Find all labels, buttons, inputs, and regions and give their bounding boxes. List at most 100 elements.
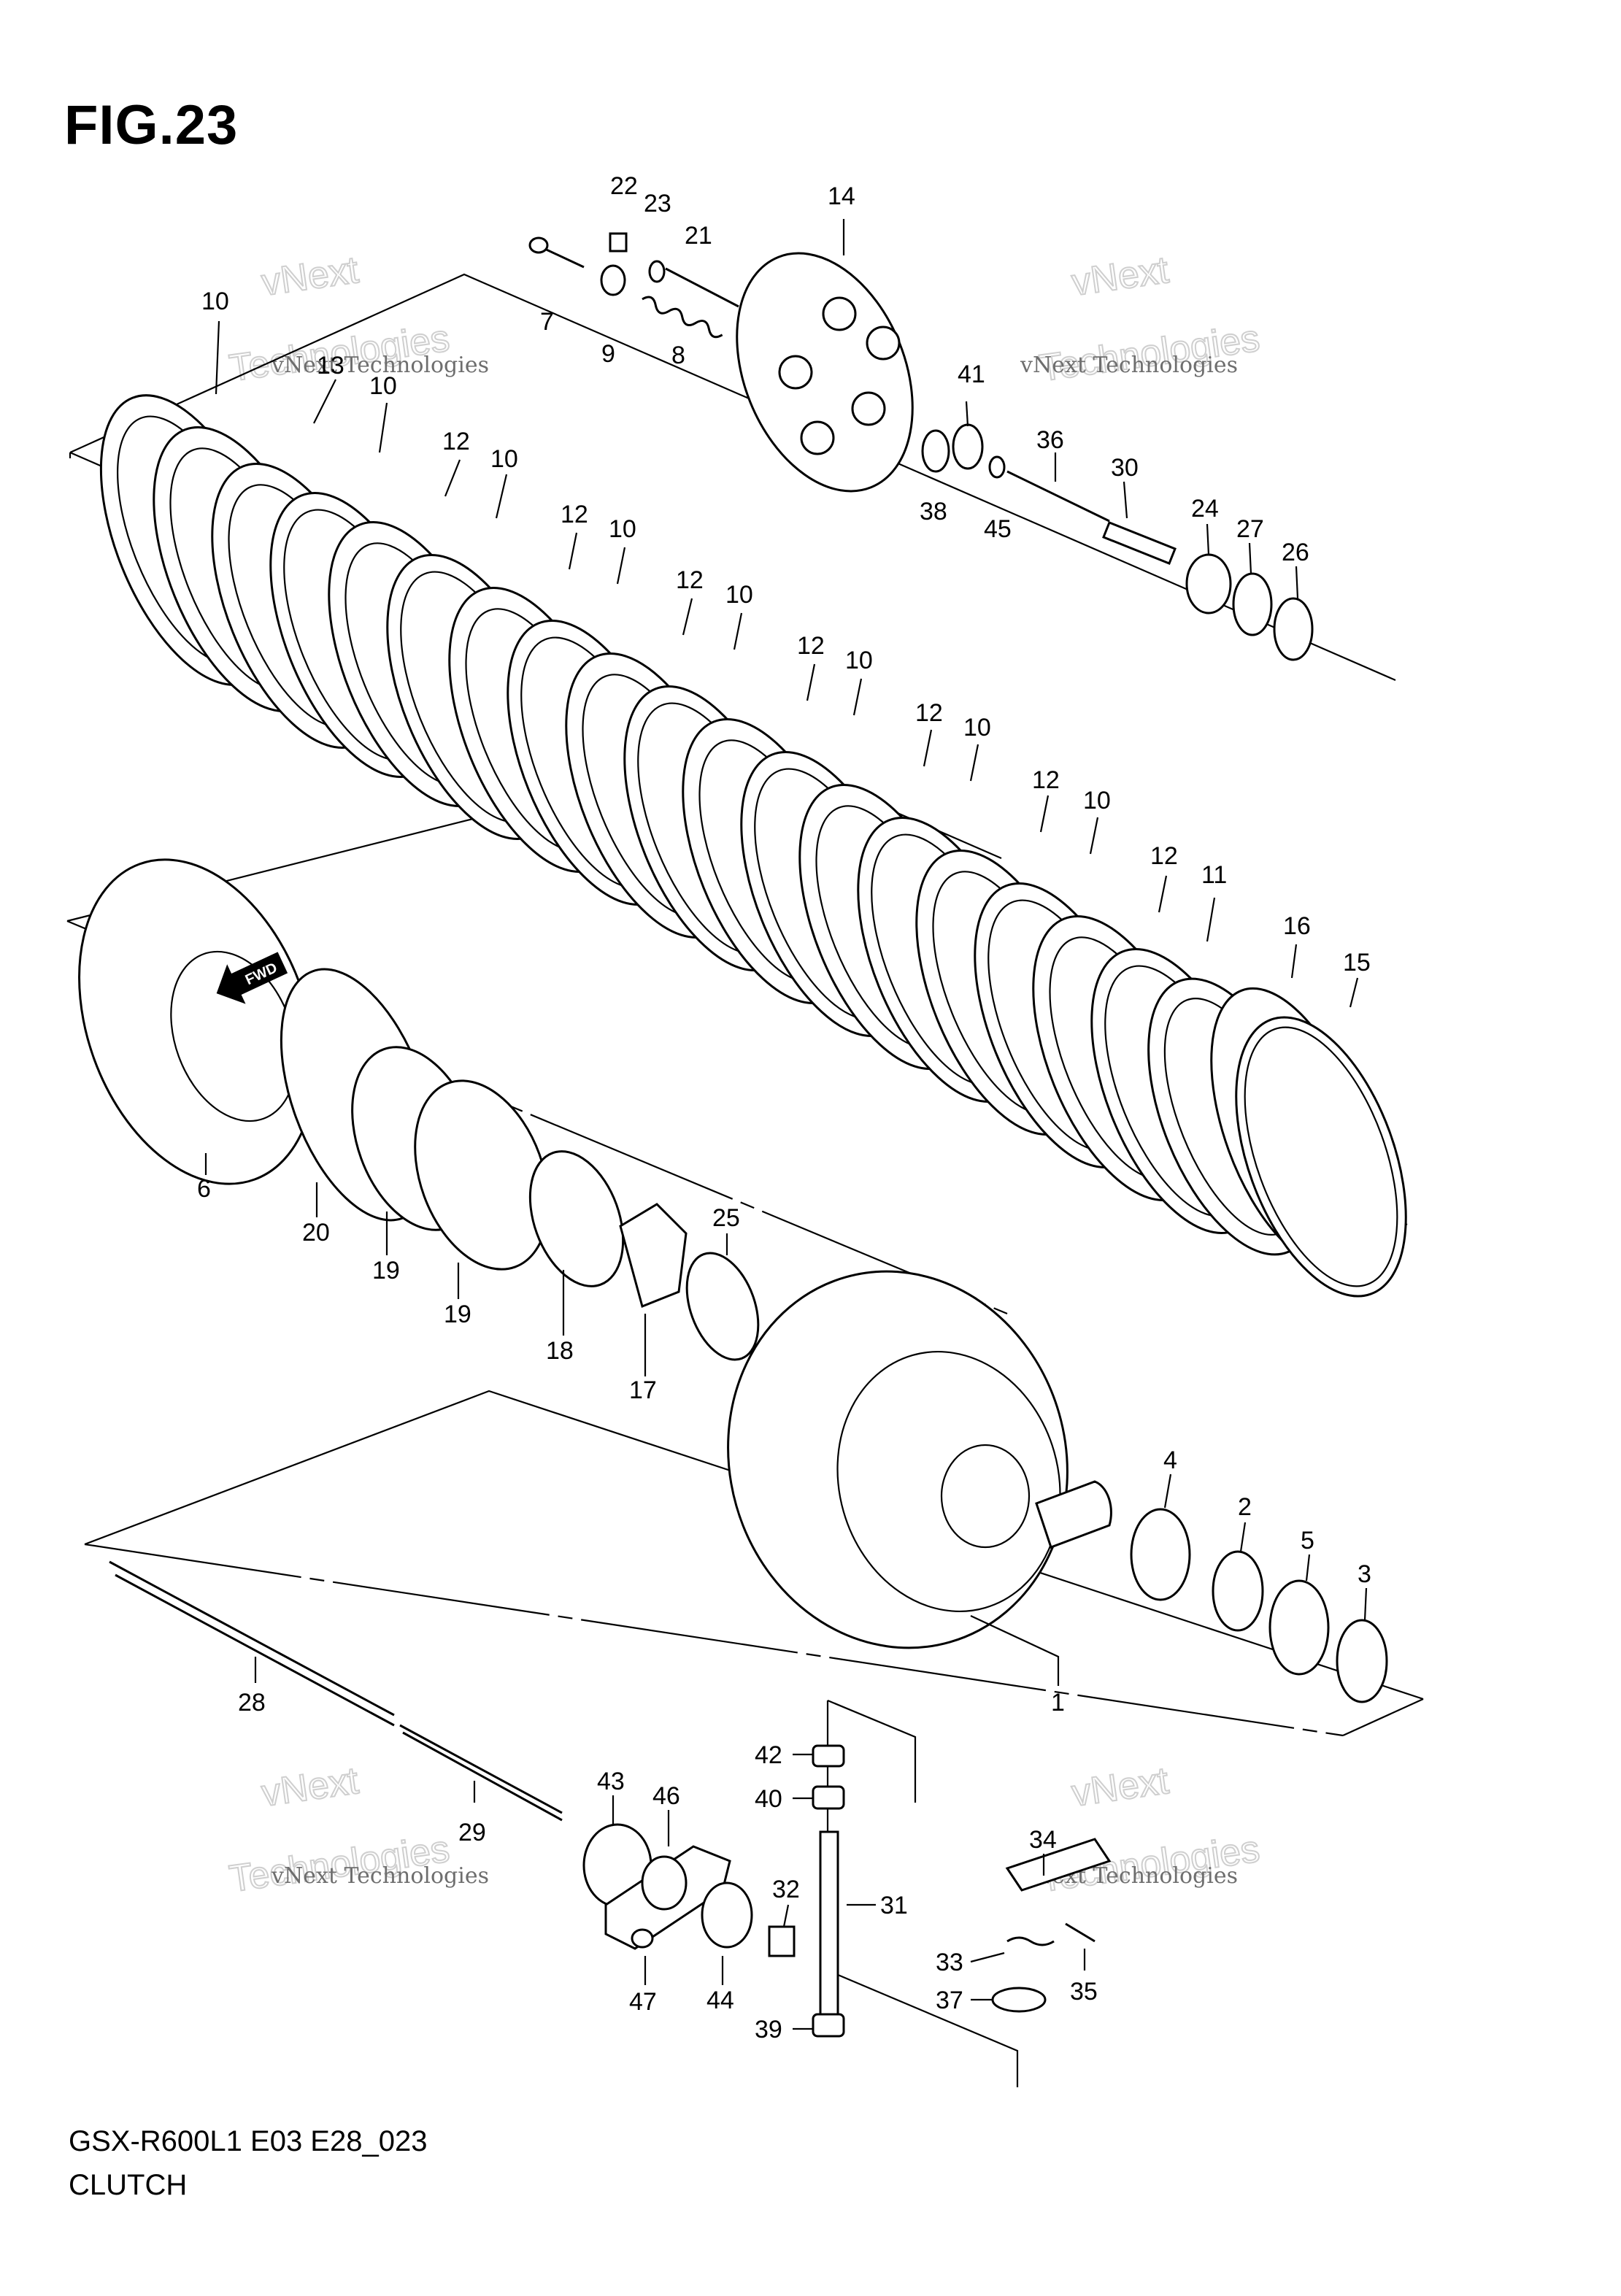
release-arm [1005,1838,1112,1892]
washer [921,429,950,473]
outline-line [69,273,1396,682]
watermark-text: vNext [259,249,361,304]
return-spring [1006,1936,1055,1946]
callout-label: 12 [442,428,470,455]
watermark-text: vNext [259,1760,361,1815]
callout-label: 26 [1282,539,1309,566]
leader-lines [204,219,1368,2030]
watermark-text: vNext Technologies [271,353,489,378]
bolt [1065,1922,1096,1943]
callout-label: 46 [652,1782,680,1810]
oil-seal [812,1744,845,1768]
callout-label: 9 [601,340,615,368]
callout-label: 35 [1070,1978,1098,2006]
figure-title: FIG.23 [64,94,239,156]
callout-label: 40 [755,1785,782,1813]
clutch-spring-bolt [539,245,585,269]
thrust-washer [685,1252,760,1361]
bearing [812,2013,845,2038]
pressure-plate [736,252,914,493]
callout-label: 4 [1163,1446,1177,1474]
callout-label: 5 [1301,1527,1314,1555]
bearing [812,1785,845,1810]
callout-label: 34 [1029,1826,1057,1854]
cushion-seat [414,1079,550,1271]
watermark-text: vNext Technologies [271,1863,489,1889]
nut [609,232,628,253]
stud [665,267,739,308]
arrow-icon [216,952,288,1004]
clutch-sleeve-hub-nut [1185,553,1232,615]
bearing [701,1881,753,1949]
outline-line [84,1543,1344,1737]
callout-label: 29 [458,1819,486,1846]
boss [800,420,835,455]
callout-label: 14 [828,182,855,210]
callout-label: 24 [1191,495,1219,523]
clutch-plate-stack [99,394,1407,1298]
callout-label: 10 [1083,787,1111,814]
callout-label: 12 [797,632,825,660]
callout-label: 10 [201,288,229,315]
callout-label: 36 [1036,426,1064,454]
boss [822,296,857,331]
callout-label: 22 [610,172,638,200]
callout-label: 41 [958,361,985,388]
callout-label: 42 [755,1741,782,1769]
outline-line [1342,1698,1424,1737]
needle-bearing [1130,1508,1191,1601]
callout-label: 7 [540,308,554,336]
model-code: GSX-R600L1 E03 E28_023 [69,2125,428,2157]
push-rod [109,1560,395,1717]
callout-label: 37 [936,1987,963,2014]
outline-line [826,1700,1019,2087]
clutch-primary-collar [619,1203,688,1309]
callout-label: 11 [1201,861,1227,889]
spacer [1035,1480,1112,1549]
callout-label: 23 [644,190,671,217]
spring-washer [1235,1016,1407,1298]
callout-label: 45 [984,515,1012,543]
watermark-text: vNext [1069,1760,1171,1815]
callout-label: 10 [609,515,636,543]
washer [991,1987,1047,2013]
washer [648,260,666,283]
callout-label: 10 [369,372,397,400]
bearing [952,423,984,470]
retainer-hole [641,1855,688,1911]
callout-label: 10 [490,445,518,473]
release-shaft [819,1830,839,2023]
callout-label: 33 [936,1949,963,1976]
primary-driven-gear [727,1270,1069,1649]
callout-label: 3 [1358,1560,1371,1588]
callout-label: 2 [1238,1493,1252,1521]
washer [1273,597,1314,661]
washer [1336,1619,1388,1703]
boss [778,355,813,390]
watermark-text: vNext [1069,249,1171,304]
callout-labels: 10 13 10 12 10 12 10 12 10 12 10 12 10 1… [197,172,1371,2043]
release-rod [1006,470,1110,523]
callout-label: 43 [597,1768,625,1795]
callout-label: 19 [372,1257,400,1284]
sleeve-hub-assembly [78,858,760,1361]
bolt-head [528,236,549,254]
release-shaft-assembly [582,1744,1112,2038]
screw [631,1928,654,1949]
clutch-spring [642,296,723,339]
callout-label: 39 [755,2016,782,2043]
washer [600,264,626,296]
callout-label: 17 [629,1376,657,1404]
outline-line [84,1390,1424,1700]
push-rod [115,1573,395,1727]
primary-driven-gear-assembly [727,1270,1388,1703]
callout-label: 8 [671,342,685,369]
callout-label: 10 [845,647,873,674]
callout-label: 38 [920,498,947,525]
section-name: CLUTCH [69,2169,188,2201]
spacer [1212,1550,1264,1632]
circlip [988,455,1006,479]
callout-label: 20 [302,1219,330,1247]
spring-washer [1232,572,1273,636]
